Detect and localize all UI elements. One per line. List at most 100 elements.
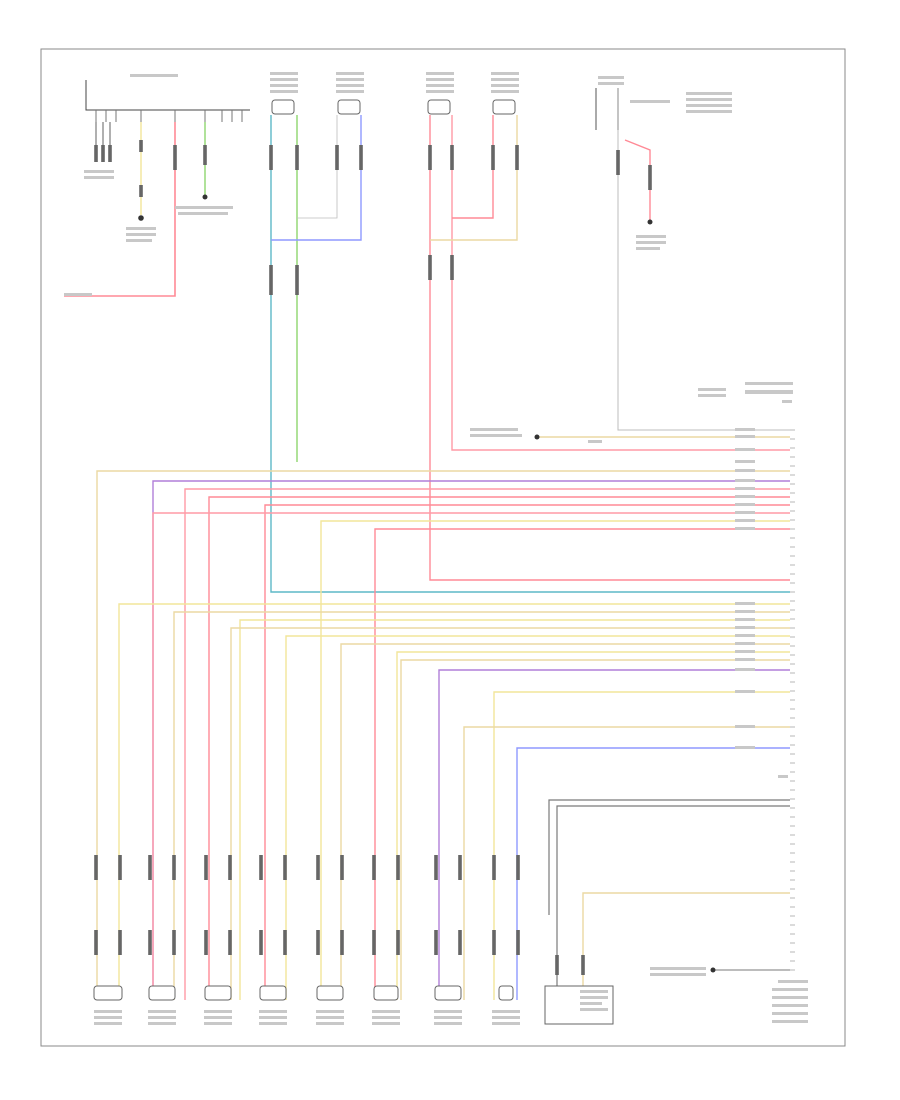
- door-speaker-component: [427, 99, 451, 115]
- wire-splice: [204, 855, 208, 880]
- speaker-label: [372, 1010, 400, 1013]
- wire-code: [735, 527, 755, 530]
- wire-splice: [492, 855, 496, 880]
- wire-code: [735, 690, 755, 693]
- ground-label: [650, 967, 706, 970]
- wire-tan-module: [582, 892, 790, 986]
- wire-black-2: [556, 805, 790, 986]
- speaker-label: [434, 1022, 462, 1025]
- wire-code: [735, 435, 755, 438]
- speaker-label: [491, 90, 519, 93]
- wire-gray-feed: [617, 130, 790, 431]
- speaker-label: [434, 1016, 462, 1019]
- speaker-label: [492, 1010, 520, 1013]
- label: [772, 1012, 808, 1015]
- wire-splice: [295, 265, 299, 295]
- harness-wire: [285, 635, 790, 1000]
- module-label: [580, 990, 608, 993]
- wire-splice: [148, 930, 152, 955]
- harness-wire: [208, 496, 790, 1000]
- connector-label: [698, 394, 726, 397]
- speaker-8: [498, 985, 514, 1001]
- wire-code: [735, 602, 755, 605]
- ground-label: [84, 176, 114, 179]
- harness-wire: [96, 470, 790, 1000]
- wire-splice: [555, 955, 559, 975]
- wire-code: [735, 626, 755, 629]
- wire-splice: [359, 145, 363, 170]
- speaker-label: [270, 72, 298, 75]
- wire-splice: [428, 145, 432, 170]
- wire-red-lf: [429, 115, 790, 581]
- wire-splice: [228, 930, 232, 955]
- wire-code: [588, 440, 602, 443]
- wire-splice: [396, 855, 400, 880]
- speaker-label: [492, 1016, 520, 1019]
- wire-splice: [118, 930, 122, 955]
- speaker-label: [148, 1022, 176, 1025]
- speaker-label: [94, 1010, 122, 1013]
- wire-code: [735, 658, 755, 661]
- wire-code: [735, 610, 755, 613]
- wire-pink-lf: [451, 115, 790, 451]
- wire-splice: [283, 930, 287, 955]
- wire-splice: [94, 145, 98, 162]
- harness-wire: [118, 603, 790, 1000]
- wire-code: [735, 448, 755, 451]
- harness-wire: [152, 512, 790, 1000]
- wire-code: [735, 503, 755, 506]
- wire-black: [548, 799, 790, 915]
- speaker-4: [259, 985, 287, 1001]
- wire-splice: [283, 855, 287, 880]
- harness-wire: [239, 619, 790, 1000]
- wire-splice: [458, 855, 462, 880]
- diagram-border: [40, 48, 846, 1047]
- label: [178, 212, 228, 215]
- wire-splice: [139, 185, 143, 197]
- left-unit-bracket: [85, 80, 250, 111]
- speaker-3: [204, 985, 232, 1001]
- label: [772, 996, 808, 999]
- ground-point: [710, 967, 716, 973]
- ground-point: [647, 219, 653, 225]
- wire-splice: [581, 955, 585, 975]
- speaker-label: [270, 84, 298, 87]
- sensor-point: [534, 434, 540, 440]
- wire-code: [735, 642, 755, 645]
- harness-wire: [374, 528, 790, 1000]
- wire-splice: [94, 930, 98, 955]
- connector-label: [745, 382, 793, 385]
- wire-splice: [616, 150, 620, 175]
- wire-splice: [139, 140, 143, 152]
- wire-splice: [340, 930, 344, 955]
- wire-splice: [295, 145, 299, 170]
- wire-splice: [203, 145, 207, 165]
- label: [772, 1020, 808, 1023]
- speaker-label: [270, 90, 298, 93]
- wire-splice: [172, 855, 176, 880]
- harness-wire: [516, 747, 790, 1000]
- wire-code: [735, 650, 755, 653]
- wire-splice: [450, 255, 454, 280]
- wire-red-fuse: [624, 139, 651, 220]
- speaker-7: [434, 985, 462, 1001]
- wire-splice: [259, 855, 263, 880]
- wire-splice: [259, 930, 263, 955]
- wires: [64, 115, 790, 1000]
- wire-splice: [335, 145, 339, 170]
- speaker-label: [491, 84, 519, 87]
- speaker-label: [426, 84, 454, 87]
- speaker-label: [148, 1016, 176, 1019]
- speaker-6: [373, 985, 399, 1001]
- wire-code: [735, 479, 755, 482]
- speaker-label: [94, 1022, 122, 1025]
- harness-wire: [396, 651, 790, 1000]
- pin-label: [782, 400, 792, 403]
- door-speaker-component: [492, 99, 516, 115]
- speaker-label: [491, 72, 519, 75]
- speaker-label: [316, 1022, 344, 1025]
- wire-splice: [434, 855, 438, 880]
- harness-wire: [400, 659, 790, 1000]
- module-label: [580, 996, 608, 999]
